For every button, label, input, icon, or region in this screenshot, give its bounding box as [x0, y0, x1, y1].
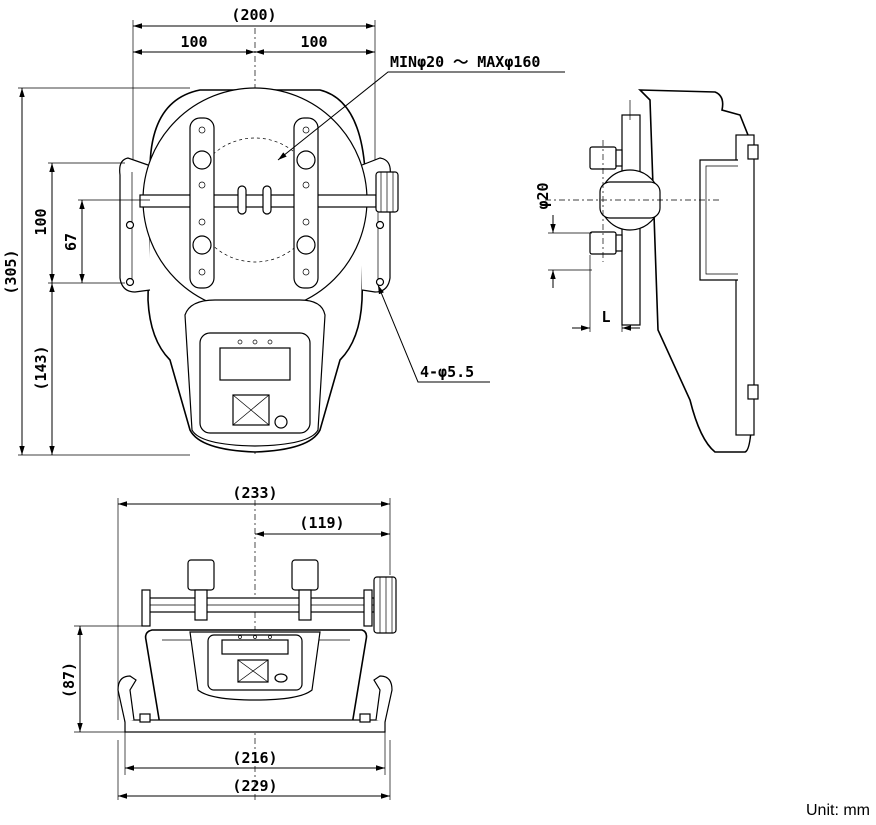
post-diameter-label: φ20: [534, 182, 552, 209]
side-view: φ20 L: [534, 89, 759, 453]
offset-label: L: [601, 308, 610, 326]
front-view: (200) 100 100 MINφ20 ～ MAXφ160 (305) 100…: [2, 6, 565, 456]
hole-pitch-vertical: 100: [32, 208, 50, 235]
front-width-overall: (200): [231, 6, 276, 24]
front-lower-height: (143): [32, 345, 50, 390]
bottom-height: (87): [60, 662, 78, 698]
front-half-left: 100: [180, 33, 207, 51]
front-height-overall: (305): [2, 249, 20, 294]
bottom-half-width: (119): [299, 514, 344, 532]
front-half-right: 100: [300, 33, 327, 51]
clamp-range-label: MINφ20 ～ MAXφ160: [390, 53, 540, 71]
mount-holes-label: 4-φ5.5: [420, 363, 474, 381]
center-height: 67: [62, 233, 80, 251]
bottom-foot-width: (229): [232, 777, 277, 795]
unit-label: Unit: mm: [806, 802, 870, 819]
bottom-width-overall: (233): [232, 484, 277, 502]
bottom-base-width: (216): [232, 749, 277, 767]
bottom-view: (233) (119) (87) (216) (229): [60, 484, 397, 800]
